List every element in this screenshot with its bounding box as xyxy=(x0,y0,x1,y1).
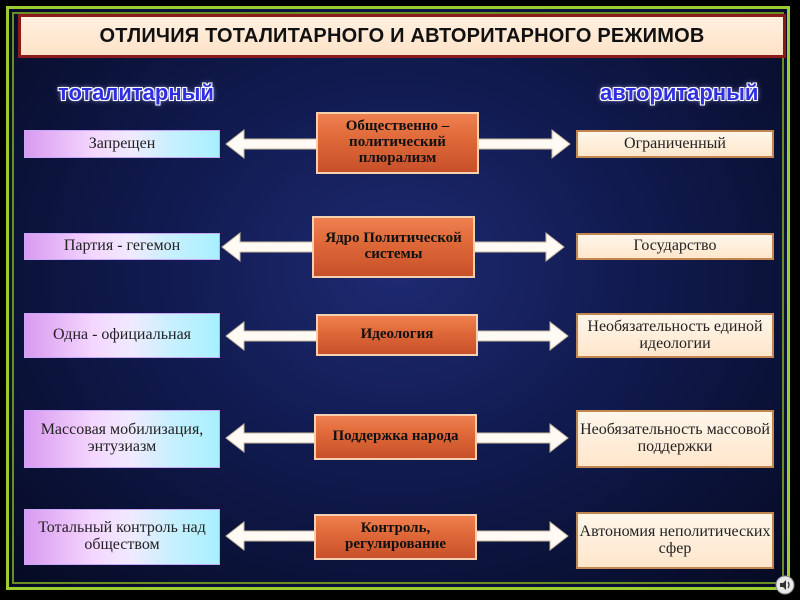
right-box-2: Государство xyxy=(576,233,774,260)
left-text-2: Партия - гегемон xyxy=(63,237,181,255)
left-box-1: Запрещен xyxy=(24,130,220,158)
heading-authoritarian: авторитарный xyxy=(600,80,759,105)
center-text-4: Поддержка народа xyxy=(332,428,459,445)
left-text-4: Массовая мобилизация, энтузиазм xyxy=(40,421,204,455)
left-text-5: Тотальный контроль над обществом xyxy=(38,519,206,553)
right-text-3: Необязательность единой идеологии xyxy=(587,317,763,352)
right-box-3: Необязательность единой идеологии xyxy=(576,313,774,358)
right-text-4: Необязательность массовой поддержки xyxy=(580,421,770,455)
center-text-3: Идеология xyxy=(360,326,434,343)
right-box-4: Необязательность массовой поддержки xyxy=(576,410,774,468)
slide-frame xyxy=(6,6,790,590)
left-box-2: Партия - гегемон xyxy=(24,233,220,260)
center-text-1: Общественно – политический плюрализм xyxy=(345,118,450,166)
center-box-1: Общественно – политический плюрализм xyxy=(316,112,479,174)
title-box: ОТЛИЧИЯ ТОТАЛИТАРНОГО И АВТОРИТАРНОГО РЕ… xyxy=(18,14,786,58)
right-box-5: Автономия неполитических сфер xyxy=(576,512,774,569)
center-box-5: Контроль, регулирование xyxy=(314,514,477,560)
right-text-1: Ограниченный xyxy=(624,134,726,152)
slide-title: ОТЛИЧИЯ ТОТАЛИТАРНОГО И АВТОРИТАРНОГО РЕ… xyxy=(99,24,705,47)
left-text-1: Запрещен xyxy=(88,134,156,152)
right-box-1: Ограниченный xyxy=(576,130,774,158)
left-box-3: Одна - официальная xyxy=(24,313,220,358)
right-text-2: Государство xyxy=(633,237,717,255)
right-text-5: Автономия неполитических сфер xyxy=(579,522,771,557)
center-text-5: Контроль, регулирование xyxy=(344,520,446,552)
center-box-3: Идеология xyxy=(316,314,478,356)
heading-totalitarian: тоталитарный xyxy=(58,80,214,105)
speaker-icon[interactable] xyxy=(774,574,796,596)
left-box-5: Тотальный контроль над обществом xyxy=(24,509,220,565)
left-box-4: Массовая мобилизация, энтузиазм xyxy=(24,410,220,468)
center-box-2: Ядро Политической системы xyxy=(312,216,475,278)
center-text-2: Ядро Политической системы xyxy=(325,230,462,262)
center-box-4: Поддержка народа xyxy=(314,414,477,460)
left-text-3: Одна - официальная xyxy=(52,326,192,344)
